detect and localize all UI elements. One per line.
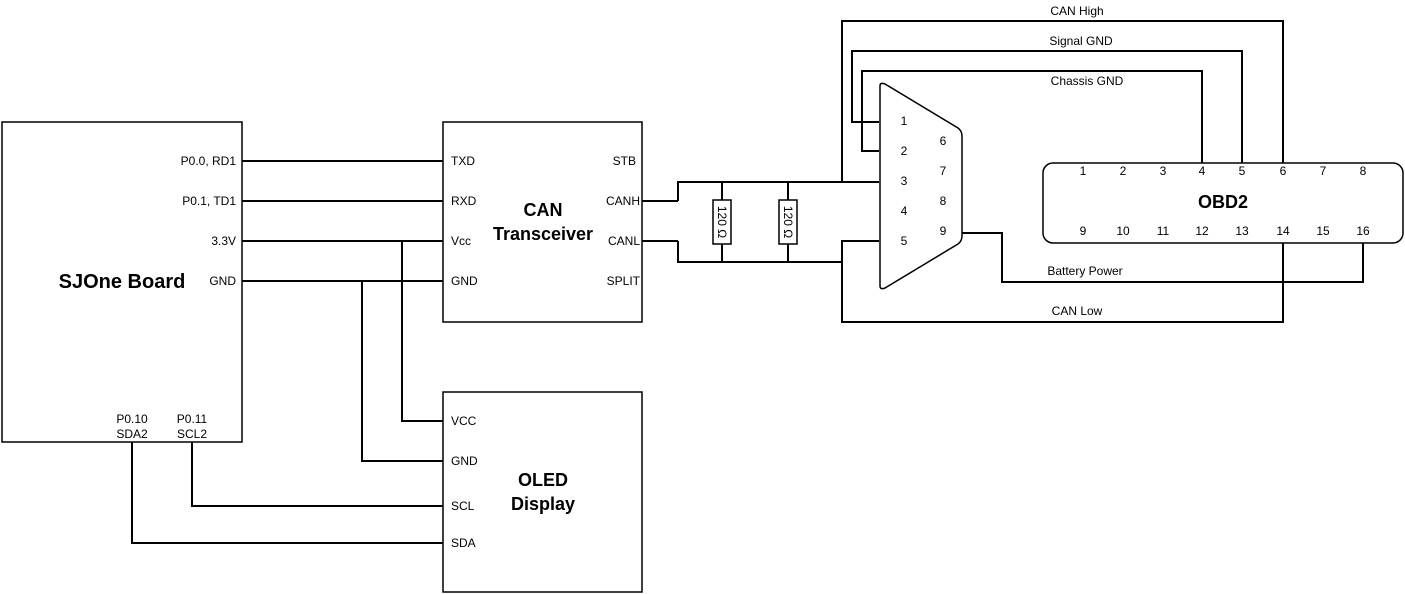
obd2-pin-11: 11 [1157,224,1170,238]
wire-gnd-oled [361,281,443,462]
oled-pin-gnd: GND [451,454,478,468]
wire-battery-power [960,232,1364,283]
wire-labels: CAN High Signal GND Chassis GND Battery … [1047,4,1123,318]
sjone-title: SJOne Board [59,271,186,293]
can-pin-vcc: Vcc [451,234,471,248]
db9-connector: 1 2 3 4 5 6 7 8 9 [879,82,963,290]
can-transceiver-title-1: CAN [524,200,563,220]
obd2-pin-16: 16 [1356,224,1370,238]
obd2-pin-15: 15 [1316,224,1330,238]
resistor-1: 120 Ω [712,199,732,245]
resistor-1-label: 120 Ω [715,206,729,238]
wire-can-high [841,20,1284,182]
obd2-title: OBD2 [1198,192,1248,212]
can-pin-gnd: GND [451,274,478,288]
oled-pin-scl: SCL [451,499,475,513]
can-pin-stb: STB [613,154,636,168]
db9-pin-7: 7 [940,164,947,178]
obd2-pins-bottom: 9 10 11 12 13 14 15 16 [1080,224,1370,238]
label-can-high: CAN High [1050,4,1103,18]
sjone-pin-p01: P0.1, TD1 [182,194,236,208]
sjone-pin-gnd: GND [209,274,236,288]
sjone-pin-scl2: SCL2 [177,427,207,441]
sjone-pin-p010: P0.10 [116,412,148,426]
wire-vcc-oled [401,241,443,422]
db9-pin-4: 4 [901,204,908,218]
db9-pin-5: 5 [901,234,908,248]
obd2-pin-10: 10 [1116,224,1130,238]
obd2-pin-12: 12 [1195,224,1209,238]
sjone-pin-sda2: SDA2 [116,427,148,441]
can-pin-canh: CANH [606,194,640,208]
db9-pin-2: 2 [901,144,908,158]
wire-scl [191,442,443,507]
obd2-pin-3: 3 [1160,164,1167,178]
db9-pin-1: 1 [901,114,908,128]
can-pin-txd: TXD [451,154,475,168]
obd2-pin-5: 5 [1239,164,1246,178]
label-signal-gnd: Signal GND [1049,34,1113,48]
wire-sda [131,442,443,544]
db9-pin-8: 8 [940,194,947,208]
wire-canh-bus [677,181,879,201]
can-transceiver-title-2: Transceiver [493,224,593,244]
obd2-pin-4: 4 [1199,164,1206,178]
oled-title-2: Display [511,494,575,514]
db9-pin-3: 3 [901,174,908,188]
sjone-pin-3v3: 3.3V [211,234,236,248]
db9-pin-9: 9 [940,224,947,238]
obd2-pin-8: 8 [1360,164,1367,178]
sjone-pin-p011: P0.11 [177,412,208,426]
obd2-pin-13: 13 [1235,224,1249,238]
can-pin-split: SPLIT [607,274,641,288]
label-chassis-gnd: Chassis GND [1051,74,1124,88]
label-can-low: CAN Low [1052,304,1103,318]
can-transceiver: CAN Transceiver TXD RXD Vcc GND STB CANH… [442,121,643,323]
label-battery-power: Battery Power [1047,264,1122,278]
wires [131,20,1364,544]
wire-chassis-gnd [861,70,1203,163]
wire-can-low [841,243,1284,323]
oled-title-1: OLED [518,470,568,490]
db9-pin-6: 6 [940,134,947,148]
oled-pin-sda: SDA [451,536,476,550]
obd2-pin-1: 1 [1080,164,1087,178]
can-pin-canl: CANL [608,234,640,248]
oled-pin-vcc: VCC [451,414,477,428]
obd2-pin-9: 9 [1080,224,1087,238]
sjone-pin-p00: P0.0, RD1 [181,154,237,168]
resistor-2-label: 120 Ω [781,206,795,238]
obd2-connector: OBD2 1 2 3 4 5 6 7 8 9 10 11 12 13 14 15… [1042,162,1404,244]
obd2-pin-7: 7 [1320,164,1327,178]
obd2-pin-2: 2 [1120,164,1127,178]
obd2-pin-6: 6 [1280,164,1287,178]
sjone-board: SJOne Board P0.0, RD1 P0.1, TD1 3.3V GND… [1,121,243,443]
oled-display: OLED Display VCC GND SCL SDA [442,391,643,593]
can-pin-rxd: RXD [451,194,477,208]
obd2-pins-top: 1 2 3 4 5 6 7 8 [1080,164,1367,178]
resistor-2: 120 Ω [778,199,798,245]
obd2-pin-14: 14 [1276,224,1290,238]
